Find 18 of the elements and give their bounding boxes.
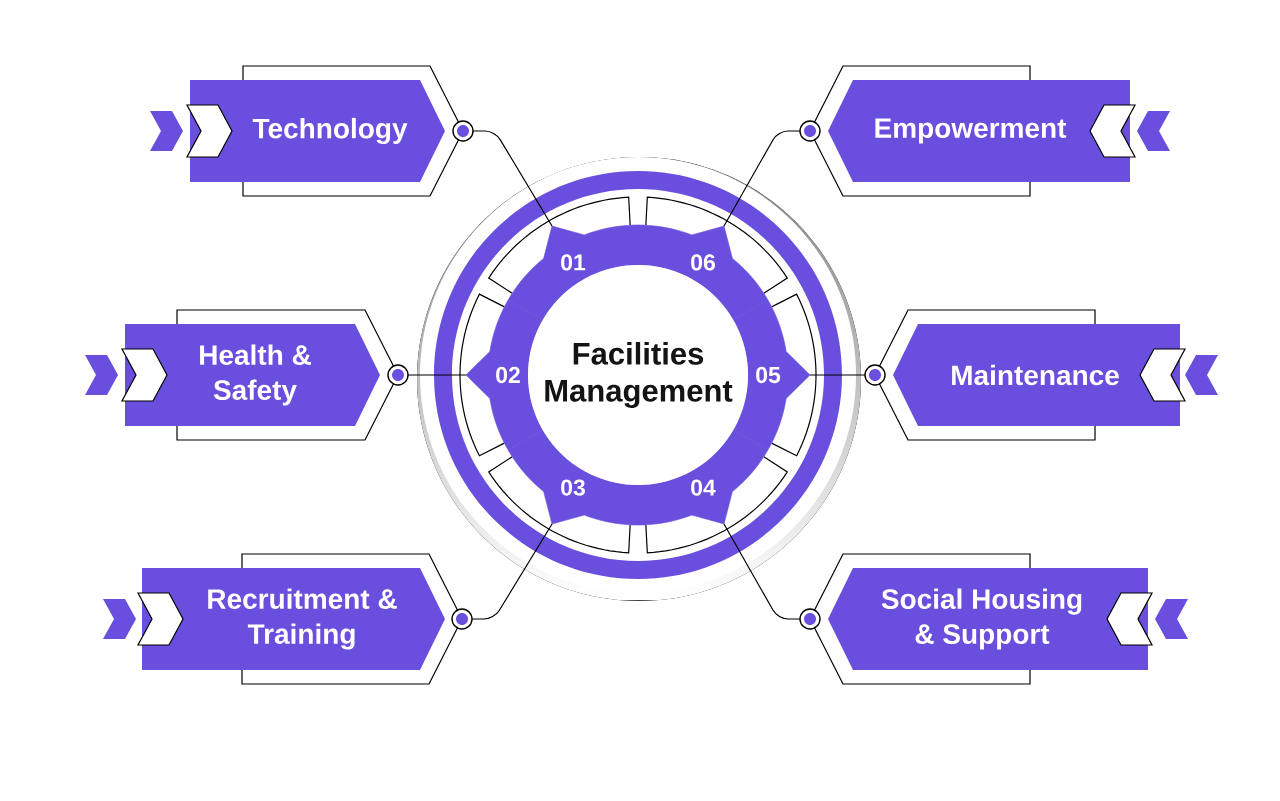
banner: Technology	[190, 65, 464, 197]
ring-segment: 01	[507, 224, 639, 321]
banner: Health & Safety	[125, 309, 399, 441]
connector-line	[723, 523, 801, 620]
connector-line	[471, 523, 553, 620]
connector-line	[472, 130, 553, 227]
ring-segment: 03	[507, 429, 639, 526]
ring-segment: 02	[465, 299, 544, 451]
ring-segment: 05	[732, 299, 811, 451]
banner: Social Housing & Support	[809, 553, 1148, 685]
connector-line	[407, 374, 467, 376]
ring-segment: 06	[637, 224, 769, 321]
banner: Recruitment & Training	[142, 553, 463, 685]
connector-line	[723, 130, 801, 227]
banner: Maintenance	[874, 309, 1180, 441]
banner: Empowerment	[809, 65, 1130, 197]
connector-line	[809, 374, 866, 376]
ring-segment: 04	[637, 429, 769, 526]
